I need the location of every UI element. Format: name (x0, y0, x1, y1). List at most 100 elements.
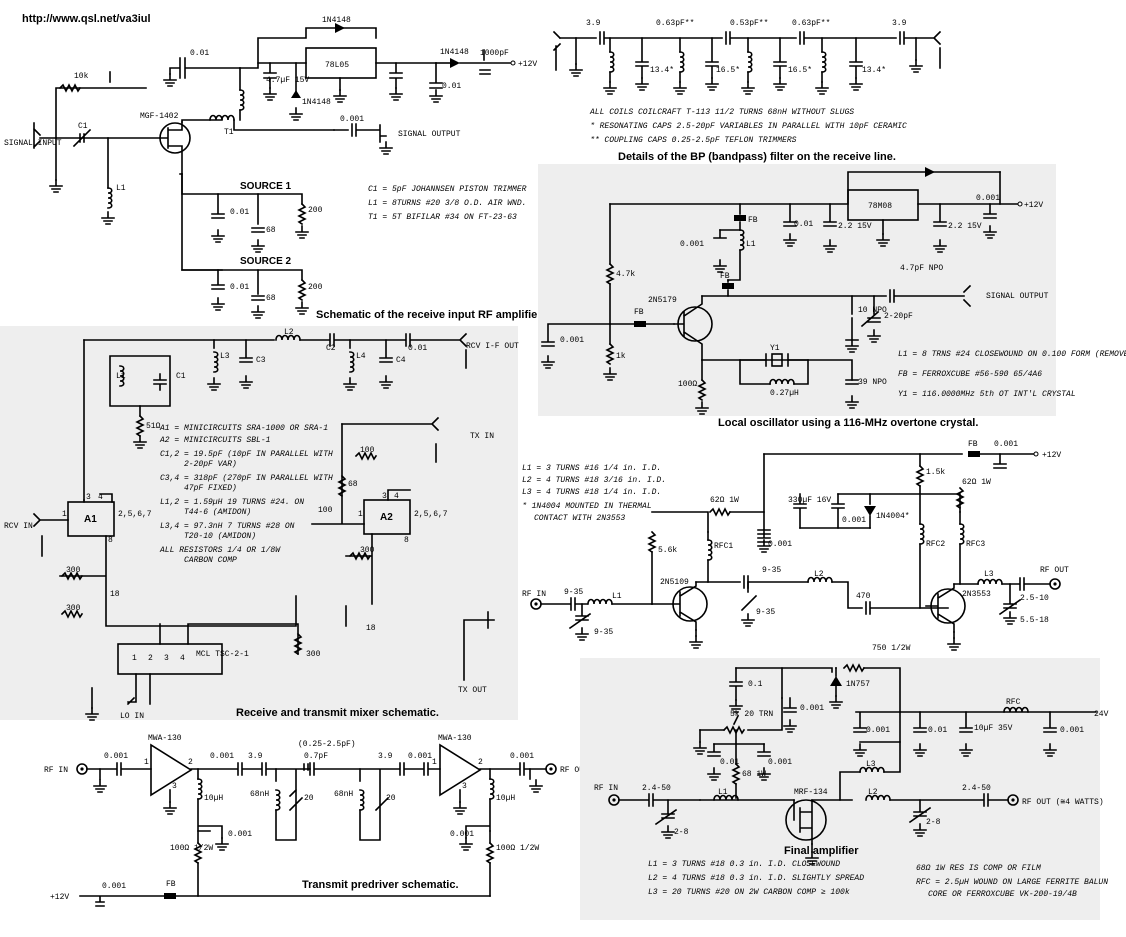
label-pd-mwa2-p2: 2 (478, 758, 483, 767)
label-pd-0001f: 0.001 (450, 830, 474, 839)
label-lo-22b: 2.2 15V (948, 222, 982, 231)
label-pd-10uh-a: 10µH (204, 794, 223, 803)
label-lo-fb1: FB (748, 216, 758, 225)
local-osc-labels: FB 0.001 L1 0.01 2.2 15V 78M08 2.2 15V 0… (560, 194, 1126, 429)
label-source2: SOURCE 2 (240, 256, 292, 267)
label-ra-2n3553: 2N3553 (962, 590, 991, 599)
label-pd-68nh-a: 68nH (250, 790, 269, 799)
label-l1: L1 (116, 184, 126, 193)
label-t1: T1 (224, 128, 234, 137)
note-mx-c34a: C3,4 = 318pF (270pF IN PARALLEL WITH (160, 474, 333, 483)
rx-input-amplifier (32, 23, 516, 319)
note-ra-diode-a: * 1N4004 MOUNTED IN THERMAL (522, 502, 652, 511)
label-78l05: 78L05 (325, 61, 349, 70)
label-mx-c3: C3 (256, 356, 266, 365)
label-lo-027uh: 0.27µH (770, 389, 799, 398)
label-lo-100r: 100Ω (678, 380, 697, 389)
note-mx-a2: A2 = MINICIRCUITS SBL-1 (159, 436, 271, 445)
label-lo-0001b: 0.001 (976, 194, 1000, 203)
label-mx-tsc-p1: 1 (132, 654, 137, 663)
label-ra-l2: L2 (814, 570, 824, 579)
label-lo-10npo: 10 NPO (858, 306, 887, 315)
label-bp-165a: 16.5* (716, 66, 740, 75)
label-bp-063b: 0.63pF** (792, 19, 830, 28)
label-mx-a1-p1: 1 (62, 510, 67, 519)
label-mx-rcvif: RCV I-F OUT (466, 342, 519, 351)
label-pd-0001e: 0.001 (228, 830, 252, 839)
note-c1: C1 = 5pF JOHANNSEN PISTON TRIMMER (368, 185, 527, 194)
label-pd-mwa1-p2: 2 (188, 758, 193, 767)
label-ra-fb: FB (968, 440, 978, 449)
label-mx-18b: 18 (366, 624, 376, 633)
label-fa-0001c: 0.001 (1060, 726, 1084, 735)
note-ra-l2: L2 = 4 TURNS #18 3/16 in. I.D. (522, 476, 666, 485)
label-1000pf: 1000pF (480, 49, 509, 58)
label-mx-300b: 300 (66, 604, 81, 613)
label-fa-2450b: 2.4-50 (962, 784, 991, 793)
label-pd-68nh-b: 68nH (334, 790, 353, 799)
label-mx-a1: A1 (84, 514, 97, 525)
mixer-labels: L2 C2 0.01 RCV I-F OUT L1 C1 L3 C3 L4 C4… (4, 328, 519, 721)
label-10k: 10k (74, 72, 89, 81)
note-mx-l12b: T44-6 (AMIDON) (184, 508, 251, 517)
label-mx-001: 0.01 (408, 344, 427, 353)
note-mx-res-a: ALL RESISTORS 1/4 OR 1/8W (159, 546, 281, 555)
label-ra-rfin: RF IN (522, 590, 546, 599)
label-fa-10uf: 10µF 35V (974, 724, 1013, 733)
label-fa-rfc: RFC (1006, 698, 1021, 707)
label-lo-fb3: FB (634, 308, 644, 317)
label-fa-68r: 68 1W (742, 770, 766, 779)
note-lo-l1: L1 = 8 TRNS #24 CLOSEWOUND ON 0.100 FORM… (898, 350, 1126, 359)
label-mx-txin: TX IN (470, 432, 494, 441)
label-ra-935c: 9-35 (762, 566, 781, 575)
note-mx-c12b: 2-20pF VAR) (184, 460, 237, 469)
note-ra-l1: L1 = 3 TURNS #16 1/4 in. I.D. (522, 464, 661, 473)
label-mx-18a: 18 (110, 590, 120, 599)
label-mx-tsc-p3: 3 (164, 654, 169, 663)
label-ra-2n5109: 2N5109 (660, 578, 689, 587)
label-c-001: 0.01 (190, 49, 209, 58)
label-fa-rfout: RF OUT (≅4 WATTS) (1022, 798, 1104, 807)
label-ra-rfc2: RFC2 (926, 540, 945, 549)
label-bp-134a: 13.4* (650, 66, 674, 75)
label-pd-trim: (0.25-2.5pF) (298, 740, 356, 749)
note-mx-c34b: 47pF FIXED) (184, 484, 237, 493)
label-pd-0001d: 0.001 (510, 752, 534, 761)
source-url: http://www.qsl.net/va3iul (22, 13, 151, 25)
label-ra-rfc1: RFC1 (714, 542, 733, 551)
note-mx-l34b: T20-10 (AMIDON) (184, 532, 256, 541)
label-mx-a2-p1: 1 (358, 510, 363, 519)
label-pd-0001c: 0.001 (408, 752, 432, 761)
label-bp-053: 0.53pF** (730, 19, 768, 28)
rf-amp-labels: L1 = 3 TURNS #16 1/4 in. I.D. L2 = 4 TUR… (522, 440, 1069, 637)
label-c-001b: 0.01 (442, 82, 461, 91)
label-lo-78m08: 78M08 (868, 202, 892, 211)
label-mx-100a: 100 (360, 446, 375, 455)
caption-final-amp: Final amplifier (784, 845, 859, 857)
local-osc-schematic (541, 167, 1023, 415)
label-fa-5k: 5k 20 TRN (730, 710, 773, 719)
label-fa-750: 750 1/2W (872, 644, 911, 653)
note-bp-coupling: ** COUPLING CAPS 0.25-2.5pF TEFLON TRIMM… (590, 136, 797, 145)
note-fa-rfc-a: RFC = 2.5µH WOUND ON LARGE FERRITE BALUN (916, 878, 1108, 887)
label-mx-l1: L1 (116, 372, 126, 381)
label-pd-fb: FB (166, 880, 176, 889)
label-mx-a1-p8: 8 (108, 536, 113, 545)
label-mgf1402: MGF-1402 (140, 112, 179, 121)
label-pd-mwa1: MWA-130 (148, 734, 182, 743)
label-ra-935a: 9-35 (564, 588, 583, 597)
label-lo-001: 0.01 (794, 220, 813, 229)
bp-filter-labels: 3.9 0.63pF** 0.53pF** 0.63pF** 3.9 13.4*… (586, 19, 907, 163)
label-fa-28b: 2-8 (926, 818, 941, 827)
label-bp-063a: 0.63pF** (656, 19, 694, 28)
label-mx-tsc: MCL TSC-2-1 (196, 650, 249, 659)
label-mx-300c: 300 (360, 546, 375, 555)
label-ra-935b: 9-35 (594, 628, 613, 637)
note-fa-l3: L3 = 20 TURNS #20 ON 2W CARBON COMP ≥ 10… (648, 888, 850, 897)
note-ra-diode-b: CONTACT WITH 2N3553 (534, 514, 625, 523)
label-pd-0001b: 0.001 (210, 752, 234, 761)
note-t1: T1 = 5T BIFILAR #34 ON FT-23-63 (368, 213, 517, 222)
label-mx-68: 68 (348, 480, 358, 489)
label-bp-134b: 13.4* (862, 66, 886, 75)
label-pd-rfout: RF OUT (560, 766, 589, 775)
